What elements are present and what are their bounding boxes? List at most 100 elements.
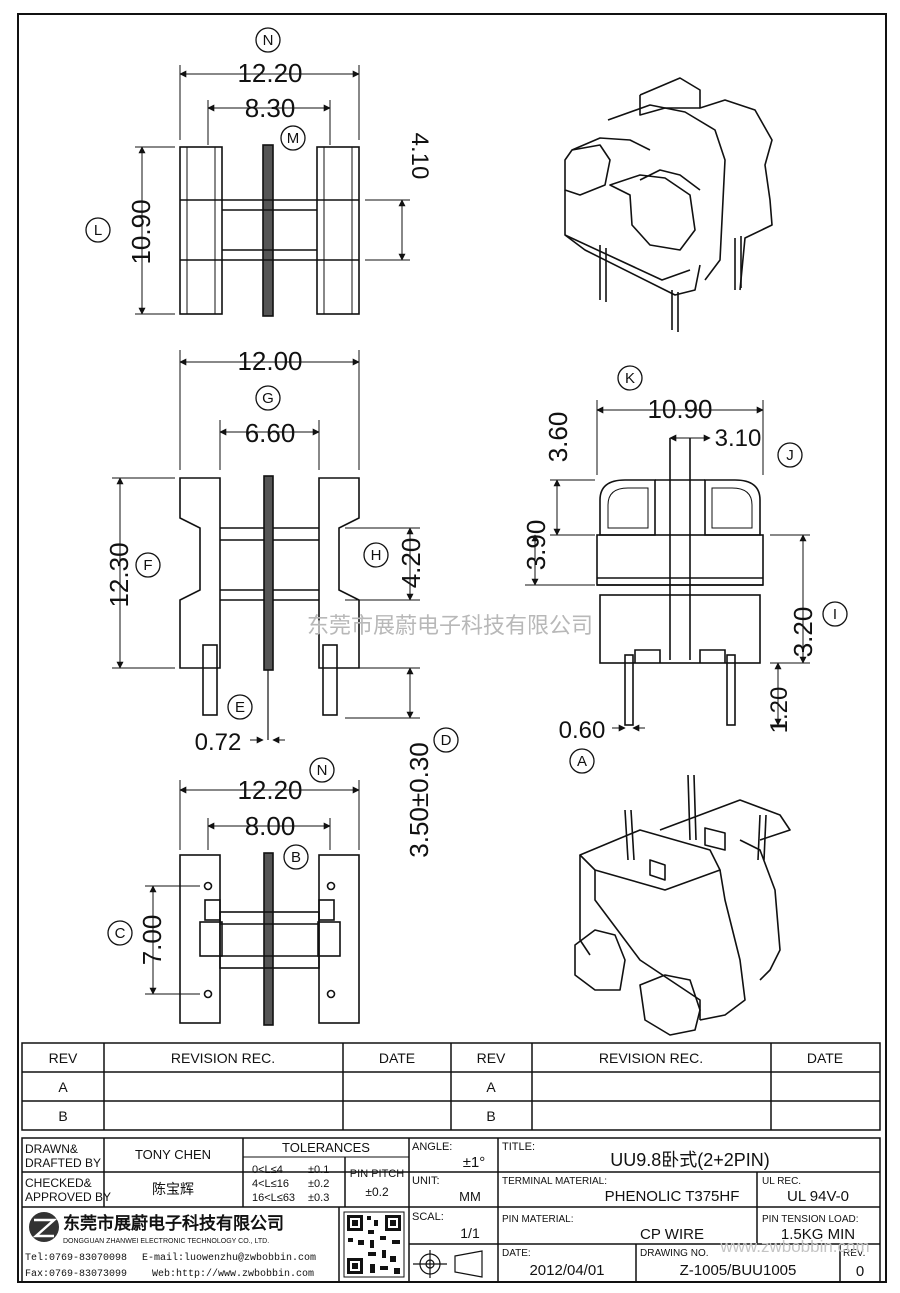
terminal-label: TERMINAL MATERIAL: [502,1176,607,1187]
date-header-right: DATE [807,1050,843,1066]
front-width-dim: 12.20 [237,58,302,88]
rev-label: REV. [843,1248,865,1259]
end-view [596,438,764,726]
rev-row-b-right: B [486,1108,495,1124]
callouts [85,27,848,946]
front-height-dim: 10.90 [126,199,156,264]
end-pin-dim: 1.20 [766,687,793,734]
callout-A: A [577,753,587,770]
angle-value: ±1° [463,1154,486,1171]
checked-name: 陈宝辉 [152,1181,194,1197]
pin-material-value: CP WIRE [640,1226,704,1243]
front-inner-dim: 8.30 [245,93,296,123]
company-tel: Tel:0769-83070098 [25,1252,127,1264]
company-name-en: DONGGUAN ZHANWEI ELECTRONIC TECHNOLOGY C… [63,1238,269,1245]
qr-code [343,1211,405,1278]
tol-value-2: ±0.2 [308,1178,329,1190]
company-name-cn: 东莞市展蔚电子科技有限公司 [63,1213,284,1233]
callout-H: H [371,547,382,564]
title-label: TITLE: [502,1141,535,1153]
callout-N: N [263,32,274,49]
rev-header-left: REV [49,1050,78,1066]
date-label: DATE: [502,1248,531,1259]
bottom-dims [145,780,360,995]
callout-C: C [115,925,126,942]
end-mid-dim: 3.90 [521,520,551,571]
callout-L: L [94,222,102,239]
checked-label: CHECKED& [25,1176,92,1190]
scal-value: 1/1 [460,1225,480,1241]
front-slot-dim: 4.10 [406,133,433,180]
title-block [21,1137,881,1283]
approved-label: APPROVED BY [25,1190,111,1204]
url-watermark: www.zwbobbin.com [719,1237,869,1256]
ul-value: UL 94V-0 [787,1188,849,1205]
callout-M: M [287,130,300,147]
drawing-value: Z-1005/BUU1005 [680,1262,797,1279]
drawing-label: DRAWING NO. [640,1248,709,1259]
tol-value-1: ±0.1 [308,1164,329,1176]
rev-header-right: REV [477,1050,506,1066]
callout-G: G [262,390,274,407]
end-pin-width-dim: 0.60 [559,717,606,744]
end-slot-dim: 3.10 [715,425,762,452]
side-view [179,475,360,740]
side-step-dim: 4.20 [396,538,426,589]
company-email: E-mail:luowenzhu@zwbobbin.com [142,1252,316,1264]
isometric-view-top [564,77,773,332]
end-low-dim: 3.20 [788,607,818,658]
front-view [179,144,360,317]
unit-label: UNIT: [412,1175,440,1187]
callout-I: I [833,606,837,623]
company-web: Web:http://www.zwbobbin.com [152,1268,314,1280]
company-fax: Fax:0769-83073099 [25,1269,127,1280]
side-dims [112,350,420,744]
tolerances-label: TOLERANCES [282,1140,370,1155]
pin-length-dim: 3.50±0.30 [404,742,434,857]
bottom-view [179,852,360,1026]
revision-table [21,1042,881,1131]
callout-D: D [441,732,452,749]
angle-label: ANGLE: [412,1141,452,1153]
pin-pitch-label: PIN PITCH [350,1168,404,1180]
callout-K: K [625,370,635,387]
drawn-label: DRAWN& [25,1142,78,1156]
end-top-dim: 3.60 [543,412,573,463]
tol-range-2: 4<L≤16 [252,1178,289,1190]
bottom-height-dim: 7.00 [137,915,167,966]
bottom-inner-dim: 8.00 [245,811,296,841]
isometric-view-bottom [574,774,791,1036]
title-value: UU9.8卧式(2+2PIN) [610,1150,770,1170]
callout-N2: N [317,762,328,779]
side-height-dim: 12.30 [104,542,134,607]
unit-value: MM [459,1189,481,1204]
rec-header-left: REVISION REC. [171,1050,275,1066]
bottom-width-dim: 12.20 [237,775,302,805]
rev-value: 0 [856,1263,864,1280]
callout-E: E [235,699,245,716]
callout-F: F [143,557,152,574]
date-header-left: DATE [379,1050,415,1066]
date-value: 2012/04/01 [529,1262,604,1279]
scal-label: SCAL: [412,1211,444,1223]
tol-value-3: ±0.3 [308,1192,329,1204]
tol-range-3: 16<L≤63 [252,1192,295,1204]
side-width-dim: 12.00 [237,346,302,376]
drafted-label: DRAFTED BY [25,1156,101,1170]
rev-row-b-left: B [58,1108,67,1124]
front-dims [135,65,410,315]
callout-J: J [786,447,794,464]
drawn-name: TONY CHEN [135,1147,211,1162]
pin-material-label: PIN MATERIAL: [502,1214,574,1225]
tol-range-1: 0<L≤4 [252,1164,283,1176]
company-watermark: 东莞市展蔚电子科技有限公司 [307,613,593,638]
company-logo [29,1212,59,1242]
rev-row-a-left: A [58,1079,68,1095]
end-width-dim: 10.90 [647,394,712,424]
terminal-value: PHENOLIC T375HF [605,1188,740,1205]
ul-label: UL REC. [762,1176,801,1187]
tension-value: 1.5KG MIN [781,1226,855,1243]
tension-label: PIN TENSION LOAD: [762,1214,859,1225]
end-dims [525,400,810,732]
